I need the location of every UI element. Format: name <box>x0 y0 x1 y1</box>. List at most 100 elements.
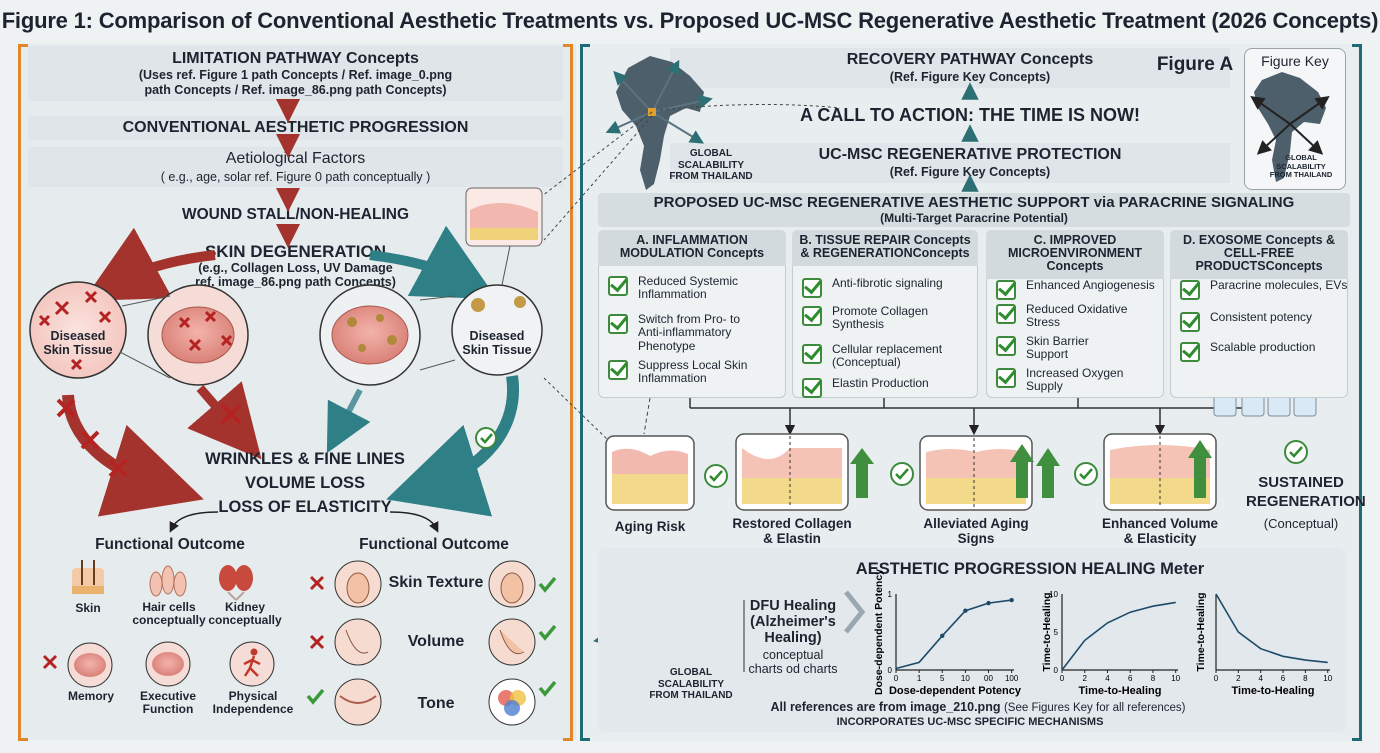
mechanism-column-title-line: C. IMPROVED <box>1033 233 1117 247</box>
stage-collagen-image <box>735 433 849 511</box>
cross-marks-left <box>38 290 112 371</box>
top-global-1: GLOBAL <box>689 148 733 159</box>
chart-x-label: Dose-dependent Potency <box>889 685 1022 697</box>
limitation-band <box>28 46 563 101</box>
functional-outcome-left: Functional Outcome <box>95 536 245 553</box>
icon-label-executive: Executive Function <box>139 689 197 717</box>
mechanism-column-title-line: MICROENVIRONMENT <box>1007 246 1143 260</box>
compare-tone: Tone <box>417 695 455 712</box>
kidney-icon <box>219 565 253 601</box>
mechanism-column-title-line: Concepts <box>1046 259 1104 273</box>
chart-x-tick-label: 6 <box>1281 674 1286 683</box>
chart-point <box>1009 597 1014 603</box>
mechanism-item: Enhanced Angiogenesis <box>1026 278 1155 292</box>
recovery-title: RECOVERY PATHWAY Concepts <box>846 51 1094 68</box>
chart-y-tick-label: 0 <box>888 666 893 675</box>
recovery-sub: (Ref. Figure Key Concepts) <box>889 70 1051 84</box>
conventional-progression: CONVENTIONAL AESTHETIC PROGRESSION <box>122 119 469 136</box>
stage-label-aging: Aging Risk <box>600 519 700 534</box>
mechanism-column-title-line: MODULATION Concepts <box>619 246 765 260</box>
limitation-sub-2: path Concepts / Ref. image_86.png path C… <box>144 83 447 97</box>
mechanism-item: Switch from Pro- to Anti-inflammatory Ph… <box>638 312 741 353</box>
chart-x-tick-label: 5 <box>940 674 945 683</box>
key-global-2: SCALABILITY <box>1276 161 1326 171</box>
chart-point <box>986 600 991 606</box>
brain-left-icon <box>161 306 235 364</box>
limitation-sub-1: (Uses ref. Figure 1 path Concepts / Ref.… <box>138 68 453 82</box>
protection-title: UC-MSC REGENERATIVE PROTECTION <box>818 146 1122 163</box>
mechanism-column-title-line: & REGENERATIONConcepts <box>800 246 970 260</box>
support-band <box>598 193 1350 227</box>
top-global-3: FROM THAILAND <box>669 171 753 182</box>
skin-degeneration-sub-2: ref. image_86.png path Concepts) <box>195 275 396 289</box>
stage-volume-line-1: Enhanced Volume <box>1101 516 1219 531</box>
icon-label-hair: Hair cells conceptually <box>132 600 206 628</box>
chart-x-tick-label: 100 <box>1005 674 1019 683</box>
chart-y-tick-label: 0 <box>1054 666 1059 675</box>
figure-key-title: Figure Key <box>1261 53 1329 69</box>
references-note: (See Figures Key for all references) <box>1003 702 1186 714</box>
chart-y-label: Time-to-Healing <box>1195 592 1207 671</box>
chart-x-label: Time-to-Healing <box>1232 685 1315 697</box>
face-icons <box>334 560 536 726</box>
mechanism-column-title-line: B. TISSUE REPAIR Concepts <box>799 233 971 247</box>
diseased-left-line-2: Skin Tissue <box>43 343 113 357</box>
protection-sub: (Ref. Figure Key Concepts) <box>889 165 1051 179</box>
walking-person-icon <box>229 641 275 687</box>
skin-degeneration-sub-1: (e.g., Collagen Loss, UV Damage <box>198 261 393 275</box>
chart-series-line <box>1215 593 1328 664</box>
protection-band <box>670 143 1230 183</box>
figure-title: Figure 1: Comparison of Conventional Aes… <box>1 8 1379 33</box>
executive-function-brain-icon <box>145 641 191 687</box>
outcome-elasticity: LOSS OF ELASTICITY <box>218 498 392 516</box>
chart-x-tick-label: 0 <box>1060 674 1065 683</box>
skin-degeneration: SKIN DEGENERATION <box>204 242 387 261</box>
stage-alleviated-image <box>919 435 1033 511</box>
chart-point <box>963 608 968 613</box>
functional-outcome-right: Functional Outcome <box>359 536 509 553</box>
skin-hair-icon <box>72 560 104 594</box>
mechanism-item: Reduced Systemic Inflammation <box>638 274 739 302</box>
checkmark-icon <box>608 314 628 334</box>
left-bracket-left <box>18 44 28 741</box>
mechanism-item: Paracrine molecules, EVs <box>1210 278 1348 292</box>
chart-x-tick-label: 2 <box>1236 674 1241 683</box>
outcome-volume-loss: VOLUME LOSS <box>244 474 366 492</box>
aetiological-factors: Aetiological Factors <box>225 150 366 167</box>
mechanism-column-header <box>598 230 786 266</box>
call-to-action: A CALL TO ACTION: THE TIME IS NOW! <box>800 105 1140 125</box>
icon-label-skin: Skin <box>75 601 101 615</box>
support-title: PROPOSED UC-MSC REGENERATIVE AESTHETIC S… <box>653 194 1295 211</box>
teal-arrow-to-diseased <box>369 225 498 300</box>
mechanism-column-title-line: A. INFLAMMATION <box>636 233 748 247</box>
stage-collagen-line-2: & Elastin <box>763 531 821 547</box>
stage-aging-line: Aging Risk <box>614 519 686 534</box>
checkmark-icon <box>1180 342 1200 362</box>
chart-x-tick-label: 0 <box>1214 674 1219 683</box>
checkmark-icon <box>996 336 1016 356</box>
diseased-right-line-2: Skin Tissue <box>462 343 532 357</box>
chart-x-tick-label: 1 <box>917 674 922 683</box>
checkmark-icon <box>608 276 628 296</box>
mechanism-item: Elastin Production <box>832 376 929 390</box>
limitation-title: LIMITATION PATHWAY Concepts <box>172 50 419 67</box>
aetiological-sub: ( e.g., age, solar ref. Figure 0 path co… <box>160 170 431 184</box>
mechanism-column-title-line: PRODUCTSConcepts <box>1195 259 1323 273</box>
chart-x-tick-label: 0 <box>894 674 899 683</box>
icon-label-memory: Memory <box>67 689 114 703</box>
chart-x-tick-label: 8 <box>1151 674 1156 683</box>
right-bracket-right <box>1352 44 1362 741</box>
checkmark-icon <box>1180 312 1200 332</box>
meter-box <box>598 548 1346 732</box>
sustained-line-1: SUSTAINED <box>1258 474 1344 491</box>
checkmark-icon <box>802 378 822 398</box>
mechanism-item: Anti-fibrotic signaling <box>832 276 943 290</box>
dfu-line-1: DFU Healing <box>749 598 837 614</box>
